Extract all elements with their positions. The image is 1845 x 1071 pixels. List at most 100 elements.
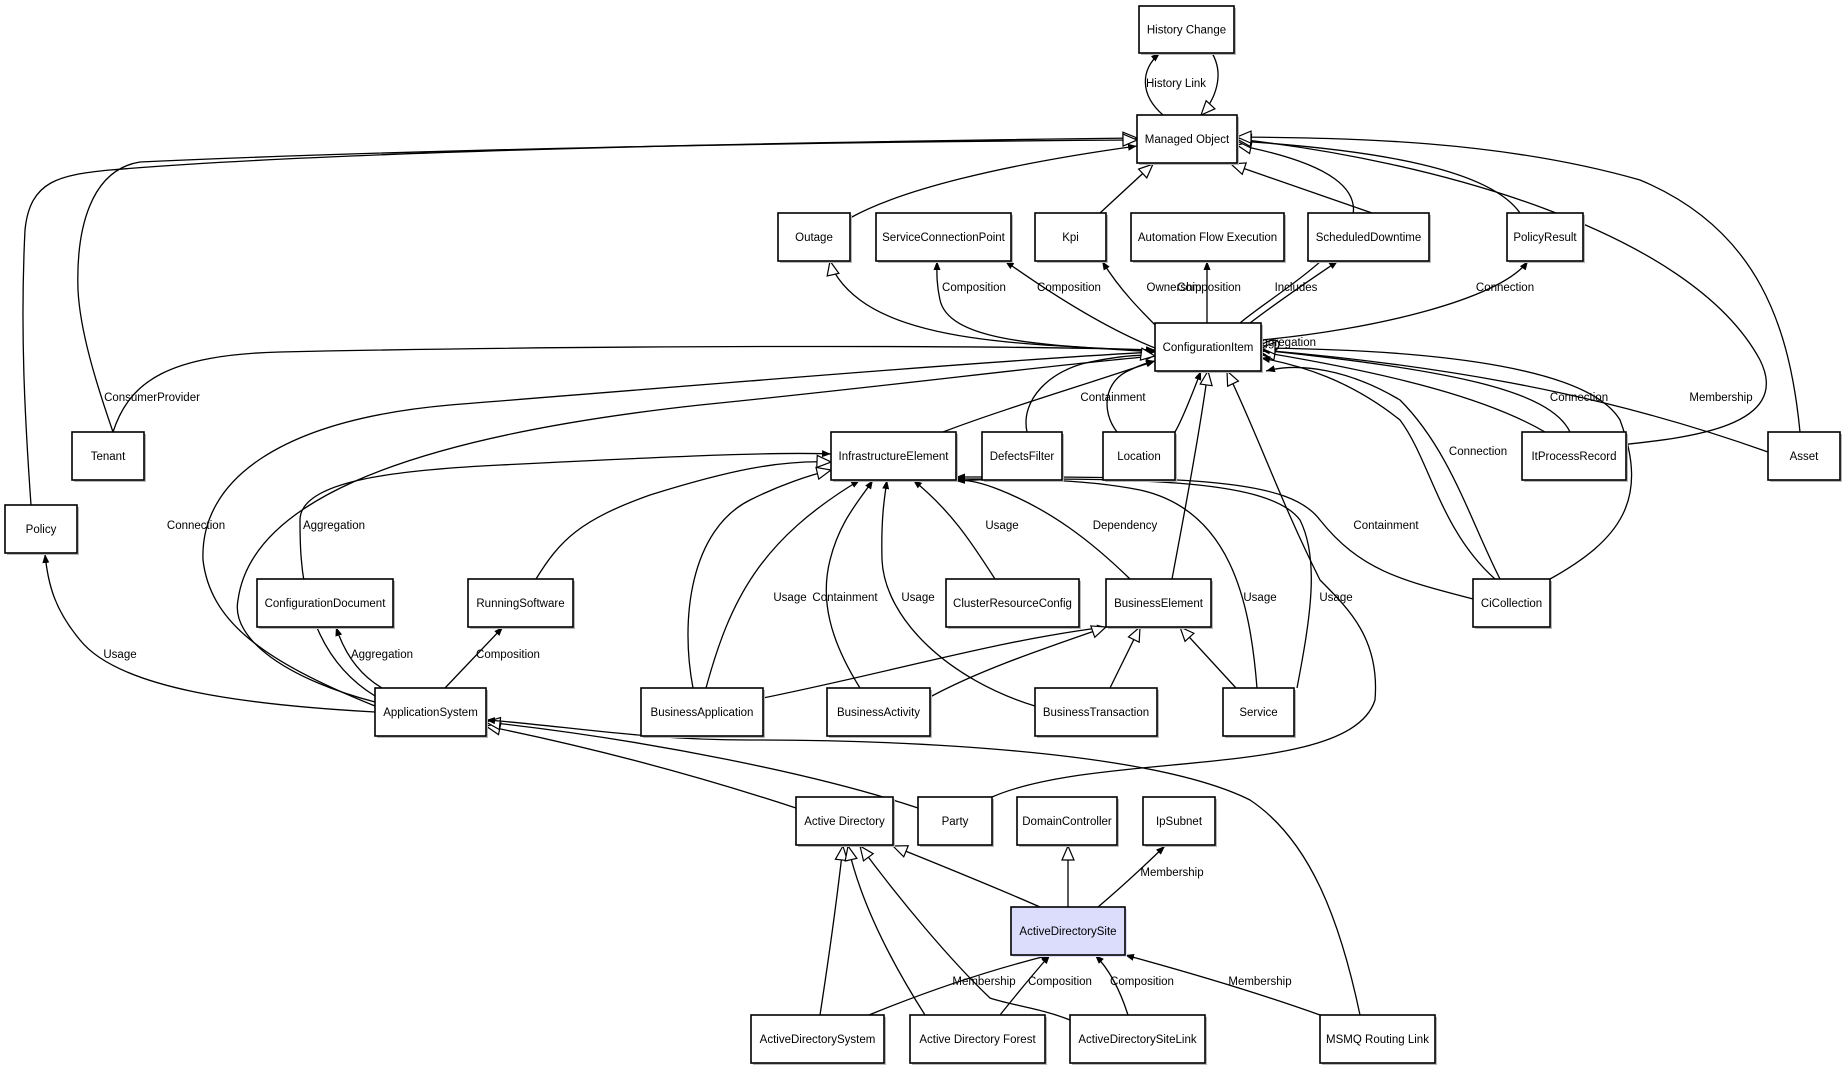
node-defects-filter[interactable]: DefectsFilter <box>981 431 1064 482</box>
node-active-directory-site-link[interactable]: ActiveDirectorySiteLink <box>1069 1014 1207 1065</box>
node-label: ActiveDirectorySystem <box>760 1034 876 1046</box>
node-ci-collection[interactable]: CiCollection <box>1472 578 1552 629</box>
association-arrow <box>849 143 1138 219</box>
node-ip-subnet[interactable]: IpSubnet <box>1142 796 1217 847</box>
association-arrow <box>202 348 1156 707</box>
node-active-directory-site[interactable]: ActiveDirectorySite <box>1010 906 1127 957</box>
node-service-connection-point[interactable]: ServiceConnectionPoint <box>875 212 1013 263</box>
node-label: Tenant <box>91 451 126 463</box>
node-policy-result[interactable]: PolicyResult <box>1506 212 1585 263</box>
node-kpi[interactable]: Kpi <box>1034 212 1108 263</box>
node-box[interactable] <box>1142 796 1216 846</box>
node-active-directory-system[interactable]: ActiveDirectorySystem <box>750 1014 886 1065</box>
node-tenant[interactable]: Tenant <box>71 431 146 482</box>
node-box[interactable] <box>374 687 487 737</box>
node-active-directory-forest[interactable]: Active Directory Forest <box>909 1014 1047 1065</box>
node-box[interactable] <box>750 1014 885 1064</box>
inheritance-arrow <box>819 846 843 1016</box>
node-box[interactable] <box>1130 212 1285 262</box>
node-label: ActiveDirectorySite <box>1019 926 1116 938</box>
node-business-element[interactable]: BusinessElement <box>1105 578 1213 629</box>
node-policy[interactable]: Policy <box>4 504 79 555</box>
node-box[interactable] <box>1138 5 1235 54</box>
node-box[interactable] <box>909 1014 1046 1064</box>
node-party[interactable]: Party <box>917 796 994 847</box>
node-asset[interactable]: Asset <box>1767 431 1842 482</box>
node-box[interactable] <box>1472 578 1551 628</box>
node-label: BusinessElement <box>1114 598 1204 610</box>
node-box[interactable] <box>1222 687 1295 737</box>
node-automation-flow-execution[interactable]: Automation Flow Execution <box>1130 212 1286 263</box>
inheritance-arrow <box>860 846 1071 1021</box>
node-box[interactable] <box>4 504 78 554</box>
node-box[interactable] <box>1136 114 1238 164</box>
node-business-transaction[interactable]: BusinessTransaction <box>1034 687 1159 738</box>
node-box[interactable] <box>1069 1014 1206 1064</box>
node-box[interactable] <box>1319 1014 1436 1064</box>
node-box[interactable] <box>875 212 1012 262</box>
node-infrastructure-element[interactable]: InfrastructureElement <box>830 431 958 482</box>
node-box[interactable] <box>256 578 394 628</box>
node-box[interactable] <box>1034 212 1107 262</box>
node-box[interactable] <box>1154 322 1262 372</box>
node-box[interactable] <box>1102 431 1176 481</box>
edge-business-activity-to-infrastructure-element <box>881 479 1036 707</box>
node-box[interactable] <box>640 687 764 737</box>
node-box[interactable] <box>1521 431 1627 481</box>
node-running-software[interactable]: RunningSoftware <box>467 578 575 629</box>
node-scheduled-downtime[interactable]: ScheduledDowntime <box>1307 212 1431 263</box>
inheritance-arrow <box>1231 164 1373 214</box>
inheritance-arrow <box>893 846 1041 908</box>
node-active-directory[interactable]: Active Directory <box>795 796 895 847</box>
node-label: ItProcessRecord <box>1531 451 1616 463</box>
edge-cluster-resource-config-to-infrastructure-element <box>955 476 1131 580</box>
node-cluster-resource-config[interactable]: ClusterResourceConfig <box>945 578 1081 629</box>
node-box[interactable] <box>1010 906 1126 956</box>
node-managed-object[interactable]: Managed Object <box>1136 114 1239 165</box>
node-location[interactable]: Location <box>1102 431 1177 482</box>
edge-label: Composition <box>1028 976 1092 988</box>
node-box[interactable] <box>917 796 993 846</box>
node-domain-controller[interactable]: DomainController <box>1016 796 1119 847</box>
edge-label: Membership <box>952 976 1015 988</box>
node-label: Service <box>1239 707 1277 719</box>
node-configuration-document[interactable]: ConfigurationDocument <box>256 578 395 629</box>
edge-configuration-item-to-scheduled-downtime <box>1260 260 1529 341</box>
edge-business-application-to-infrastructure-element <box>825 479 874 689</box>
inheritance-arrow <box>1237 139 1767 450</box>
node-label: InfrastructureElement <box>839 451 950 463</box>
node-box[interactable] <box>71 431 145 481</box>
inheritance-arrow <box>830 261 1156 352</box>
edge-application-system-to-configuration-item <box>236 353 1156 703</box>
node-box[interactable] <box>1767 431 1841 481</box>
node-history-change[interactable]: History Change <box>1138 5 1236 55</box>
node-application-system[interactable]: ApplicationSystem <box>374 687 488 738</box>
node-box[interactable] <box>777 212 851 262</box>
node-box[interactable] <box>1506 212 1584 262</box>
node-box[interactable] <box>1034 687 1158 737</box>
node-box[interactable] <box>945 578 1080 628</box>
node-box[interactable] <box>826 687 931 737</box>
node-business-application[interactable]: BusinessApplication <box>640 687 765 738</box>
inheritance-arrow <box>848 846 926 1016</box>
node-box[interactable] <box>1016 796 1118 846</box>
node-configuration-item[interactable]: ConfigurationItem <box>1154 322 1263 373</box>
node-outage[interactable]: Outage <box>777 212 852 263</box>
edge-asset-to-managed-object <box>830 261 1156 352</box>
node-box[interactable] <box>1105 578 1212 628</box>
node-business-activity[interactable]: BusinessActivity <box>826 687 932 738</box>
node-label: ScheduledDowntime <box>1316 232 1421 244</box>
node-it-process-record[interactable]: ItProcessRecord <box>1521 431 1628 482</box>
node-box[interactable] <box>830 431 957 481</box>
edge-label: ConsumerProvider <box>104 392 200 404</box>
node-box[interactable] <box>1307 212 1430 262</box>
node-service[interactable]: Service <box>1222 687 1296 738</box>
edge-ci-collection-to-configuration-item <box>1261 348 1633 580</box>
node-msmqrouting-link[interactable]: MSMQ Routing Link <box>1319 1014 1437 1065</box>
node-box[interactable] <box>467 578 574 628</box>
node-label: BusinessActivity <box>837 707 920 719</box>
node-box[interactable] <box>795 796 894 846</box>
node-box[interactable] <box>981 431 1063 481</box>
